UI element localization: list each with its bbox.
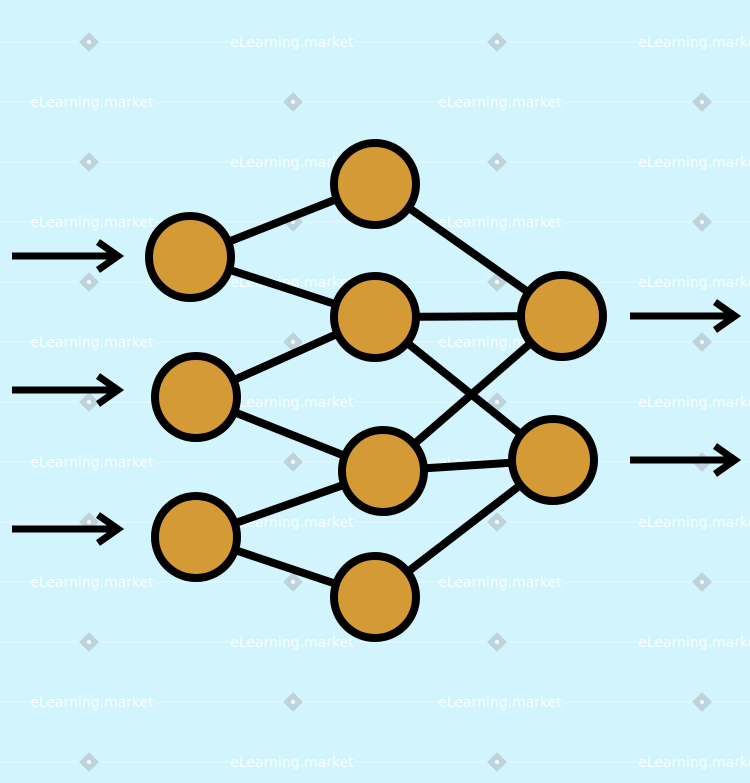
nodes: [145, 139, 607, 642]
watermark-text-bg: [438, 213, 562, 231]
diamond-dot: [494, 639, 500, 645]
watermark-text: eLearning.market: [30, 455, 154, 471]
diamond-dot: [290, 579, 296, 585]
watermark-text: eLearning.market: [30, 95, 154, 111]
watermark-text-bg: [438, 693, 562, 711]
diamond-dot: [290, 99, 296, 105]
arrow-right-icon: [12, 373, 125, 407]
node-hidden-4: [330, 552, 420, 642]
watermark-text-bg: [30, 213, 154, 231]
watermark-text-bg: [230, 33, 354, 51]
diamond-dot: [494, 399, 500, 405]
watermark-text: eLearning.market: [438, 575, 562, 591]
watermark-text: eLearning.market: [638, 515, 750, 531]
diamond-dot: [494, 159, 500, 165]
watermark-text-bg: [638, 513, 750, 531]
watermark-text: eLearning.market: [30, 695, 154, 711]
watermark-text-bg: [230, 753, 354, 771]
arrow-head: [95, 239, 125, 273]
watermark-text: eLearning.market: [30, 335, 154, 351]
watermark-text: eLearning.market: [638, 635, 750, 651]
io-arrows: [12, 239, 742, 546]
diamond-dot: [494, 279, 500, 285]
watermark-text-bg: [30, 93, 154, 111]
diamond-dot: [86, 39, 92, 45]
watermark-text-bg: [638, 753, 750, 771]
watermark-text-bg: [30, 453, 154, 471]
diamond-dot: [86, 279, 92, 285]
watermark-text-bg: [638, 393, 750, 411]
watermark-text-bg: [30, 573, 154, 591]
watermark-text-bg: [230, 153, 354, 171]
node-input-1: [145, 212, 235, 302]
diamond-dot: [699, 699, 705, 705]
watermark-text: eLearning.market: [438, 695, 562, 711]
watermark-text: eLearning.market: [30, 215, 154, 231]
watermark-text: eLearning.market: [230, 395, 354, 411]
node-input-2: [151, 352, 241, 442]
watermark-text: eLearning.market: [30, 575, 154, 591]
arrow-right-icon: [630, 299, 742, 333]
diamond-dot: [494, 39, 500, 45]
watermark-text: eLearning.market: [638, 755, 750, 771]
diamond-dot: [290, 339, 296, 345]
node-hidden-2: [330, 272, 420, 362]
watermark-text-bg: [230, 393, 354, 411]
node-output-1: [517, 271, 607, 361]
watermark-text: eLearning.market: [638, 155, 750, 171]
diamond-dot: [290, 459, 296, 465]
watermark-text-bg: [638, 273, 750, 291]
arrow-right-icon: [630, 443, 742, 477]
diamond-dot: [86, 759, 92, 765]
watermark-text-bg: [638, 633, 750, 651]
arrow-head: [95, 512, 125, 546]
watermark-text: eLearning.market: [230, 35, 354, 51]
watermark-text: eLearning.market: [230, 755, 354, 771]
diamond-dot: [290, 699, 296, 705]
watermark-text-bg: [438, 573, 562, 591]
arrow-head: [95, 373, 125, 407]
connections: [188, 180, 565, 601]
arrow-right-icon: [12, 239, 125, 273]
watermark-text: eLearning.market: [638, 35, 750, 51]
arrow-head: [712, 299, 742, 333]
node-input-3: [151, 492, 241, 582]
watermark-text: eLearning.market: [438, 215, 562, 231]
diamond-dot: [86, 519, 92, 525]
watermark-text-bg: [638, 153, 750, 171]
watermark-text: eLearning.market: [638, 395, 750, 411]
diamond-dot: [699, 339, 705, 345]
arrow-head: [712, 443, 742, 477]
watermark-text: eLearning.market: [230, 155, 354, 171]
diamond-dot: [86, 159, 92, 165]
diamond-dot: [699, 579, 705, 585]
watermark-text: eLearning.market: [438, 95, 562, 111]
node-hidden-1: [330, 139, 420, 229]
node-hidden-3: [338, 426, 428, 516]
diamond-dot: [699, 219, 705, 225]
arrow-right-icon: [12, 512, 125, 546]
watermark-text-bg: [638, 33, 750, 51]
node-output-2: [508, 415, 598, 505]
watermark-text-bg: [30, 693, 154, 711]
diamond-dot: [699, 99, 705, 105]
diamond-dot: [494, 759, 500, 765]
watermark-text: eLearning.market: [230, 515, 354, 531]
watermark-text: eLearning.market: [638, 275, 750, 291]
diamond-dot: [494, 519, 500, 525]
diamond-dot: [86, 399, 92, 405]
watermark-text: eLearning.market: [230, 635, 354, 651]
watermark-text-bg: [230, 633, 354, 651]
diamond-dot: [86, 639, 92, 645]
watermark-text-bg: [438, 93, 562, 111]
watermark-text-bg: [30, 333, 154, 351]
